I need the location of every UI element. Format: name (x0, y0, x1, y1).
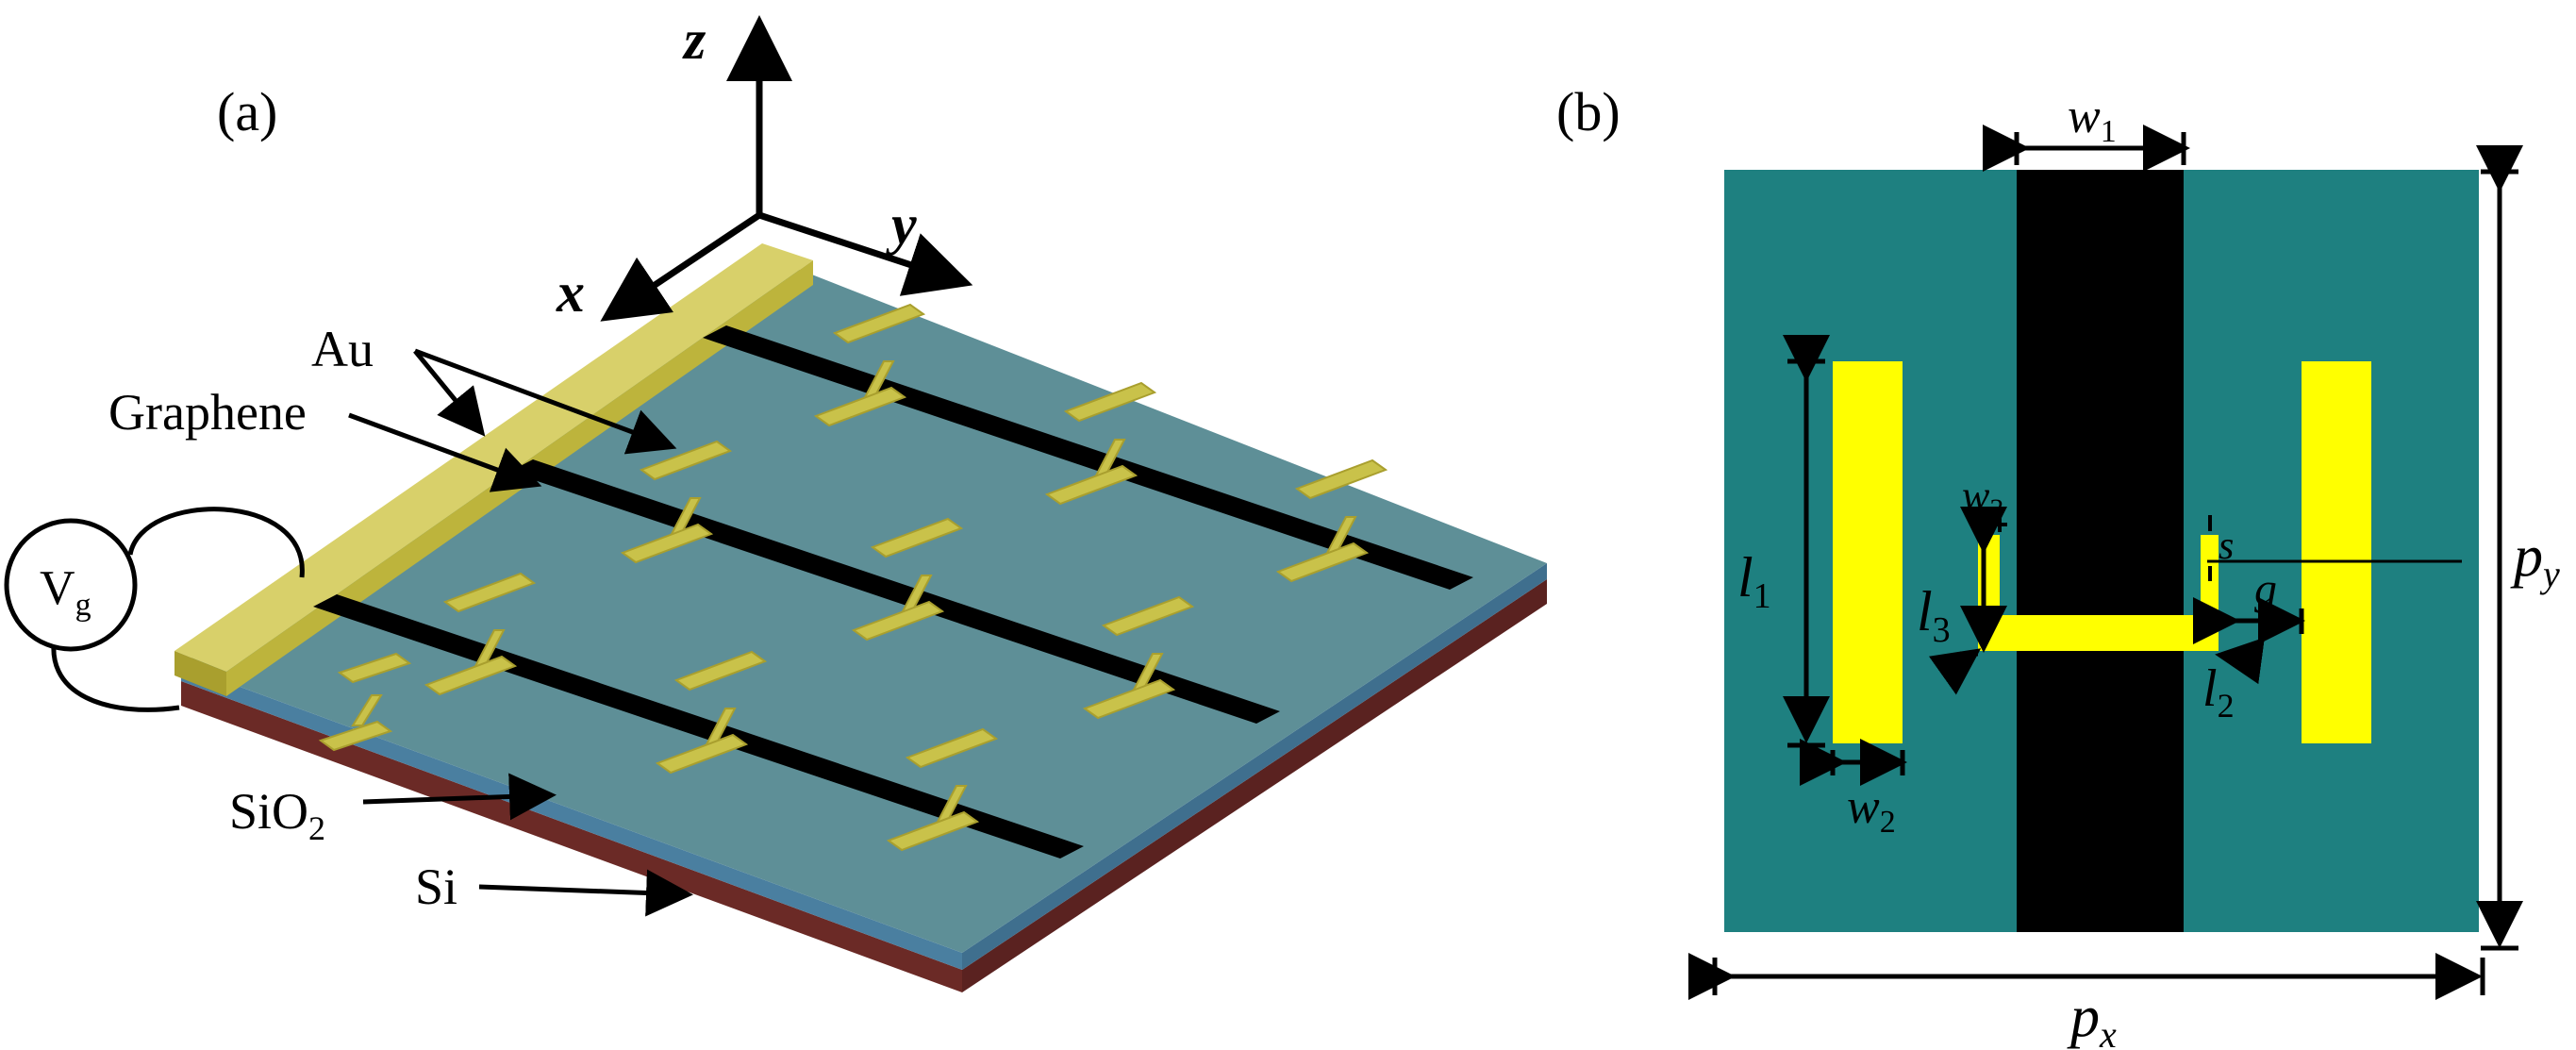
py-main: p (2510, 525, 2543, 589)
l2-main: l (2202, 659, 2218, 718)
wire-bottom (51, 626, 180, 712)
panel-b-label: (b) (1556, 81, 1620, 142)
w1-sub: 1 (2101, 114, 2117, 149)
w2-label: w2 (1847, 780, 1896, 840)
w2-sub: 2 (1880, 805, 1896, 840)
l1-main: l (1737, 546, 1753, 608)
si-side-right (962, 579, 1547, 992)
right-gold-bar (2302, 361, 2371, 743)
l3-left-pointer (1928, 648, 1982, 695)
graphene-strip (509, 459, 1280, 724)
sio2-side-right (962, 563, 1547, 970)
x-axis-label: x (556, 261, 585, 324)
z-axis-label: z (682, 8, 706, 71)
resonator (318, 652, 412, 752)
sio2-label: SiO2 (229, 783, 325, 847)
w1-main: w (2068, 90, 2101, 143)
y-axis (757, 211, 973, 296)
si-pointer (478, 869, 693, 917)
x-axis (600, 212, 761, 322)
panel-a: (a) (4, 8, 1547, 992)
vg-label: Vg (40, 561, 91, 623)
sio2-main: SiO (229, 783, 308, 840)
resonator (1082, 595, 1195, 720)
g-label: g (2254, 564, 2277, 614)
au-label: Au (311, 321, 374, 377)
resonator (886, 727, 999, 852)
coordinate-axes (600, 15, 973, 322)
sio2-pointer (362, 773, 557, 821)
w1-label: w1 (2068, 90, 2117, 149)
vg-main: V (40, 561, 75, 615)
dimension-lines (1688, 125, 2523, 1000)
l3-main: l (1917, 580, 1933, 642)
px-main: p (2067, 985, 2100, 1049)
w3-label: w3 (1962, 473, 2003, 525)
resonator (1044, 381, 1157, 506)
graphene-ribbon (2017, 170, 2184, 932)
px-label: px (2067, 985, 2117, 1050)
resonator (620, 440, 733, 564)
wire-top (127, 507, 305, 578)
vg-sub: g (75, 588, 91, 623)
px-sub: x (2099, 1013, 2117, 1050)
l3-sub: 3 (1933, 610, 1951, 650)
graphene-pointer (348, 412, 542, 492)
electrode-front (175, 651, 226, 696)
panel-a-label: (a) (217, 81, 277, 142)
u-shaped-gold-connector (1978, 535, 2219, 651)
s-label: s (2219, 525, 2234, 568)
resonators (318, 303, 1388, 852)
sio2-side-front (181, 665, 962, 970)
sio2-sub: 2 (308, 809, 325, 847)
panel-b: (b) (1556, 81, 2560, 1050)
si-side-front (181, 681, 962, 992)
au-pointer-1 (413, 349, 486, 437)
left-gold-bar (1833, 361, 1903, 743)
resonator (655, 650, 768, 775)
au-pointer-2 (414, 348, 677, 455)
voltage-source (4, 518, 138, 652)
l1-sub: 1 (1753, 576, 1771, 616)
l2-pointer (2215, 637, 2265, 685)
si-label: Si (415, 858, 457, 915)
graphene-label: Graphene (108, 384, 307, 441)
resonator (1275, 458, 1388, 583)
w3-main: w (1962, 473, 1990, 519)
l3-label: l3 (1917, 580, 1951, 650)
l2-sub: 2 (2218, 687, 2235, 725)
y-axis-label: y (886, 193, 917, 256)
py-sub: y (2539, 553, 2560, 595)
substrate-top-surface (181, 259, 1547, 953)
l2-label: l2 (2202, 659, 2235, 725)
py-label: py (2510, 525, 2560, 595)
resonator (813, 303, 926, 427)
w2-main: w (1847, 780, 1880, 834)
resonator (851, 517, 964, 642)
w3-sub: 3 (1989, 493, 2003, 525)
l1-label: l1 (1737, 546, 1771, 616)
resonator (424, 572, 537, 696)
